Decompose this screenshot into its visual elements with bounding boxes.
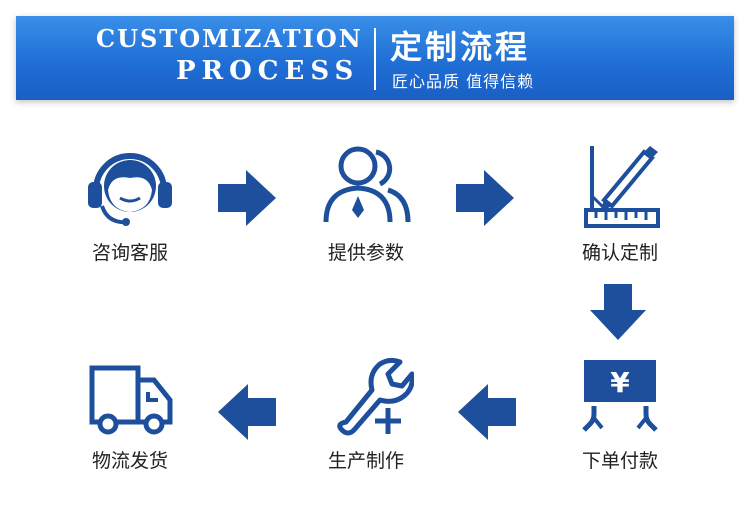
- header-en-line1: CUSTOMIZATION: [96, 24, 363, 53]
- step-confirm: 确认定制: [550, 138, 690, 265]
- arrow-right-icon: [218, 170, 276, 230]
- header-banner: CUSTOMIZATION PROCESS 定制流程 匠心品质 值得信赖: [16, 16, 734, 100]
- header-cn-subtitle: 匠心品质 值得信赖: [392, 72, 535, 91]
- wrench-plus-icon: [337, 357, 414, 436]
- step-shipping: 物流发货: [60, 352, 200, 473]
- step-consult: 咨询客服: [60, 138, 200, 265]
- arrow-left-icon: [218, 384, 276, 444]
- users-icon: [323, 146, 411, 223]
- step-production: 生产制作: [296, 352, 436, 473]
- step-label: 下单付款: [581, 450, 658, 472]
- step-parameters: 提供参数: [296, 138, 436, 265]
- truck-icon: [89, 365, 173, 435]
- arrow-right-icon: [456, 170, 514, 230]
- header-divider: [374, 28, 376, 90]
- step-label: 确认定制: [581, 242, 658, 264]
- arrow-down-icon: [590, 284, 646, 344]
- yen-payment-icon: ¥: [582, 360, 658, 432]
- step-payment: ¥ 下单付款: [550, 356, 690, 473]
- header-cn-title: 定制流程: [390, 28, 531, 66]
- step-label: 咨询客服: [91, 242, 168, 264]
- arrow-left-icon: [458, 384, 516, 444]
- header-en-line2: PROCESS: [176, 56, 360, 86]
- step-label: 提供参数: [327, 242, 404, 264]
- step-label: 物流发货: [91, 450, 168, 472]
- ruler-pencil-icon: [584, 146, 660, 228]
- step-label: 生产制作: [327, 450, 404, 472]
- headset-icon: [88, 153, 172, 226]
- yen-symbol: ¥: [610, 366, 630, 399]
